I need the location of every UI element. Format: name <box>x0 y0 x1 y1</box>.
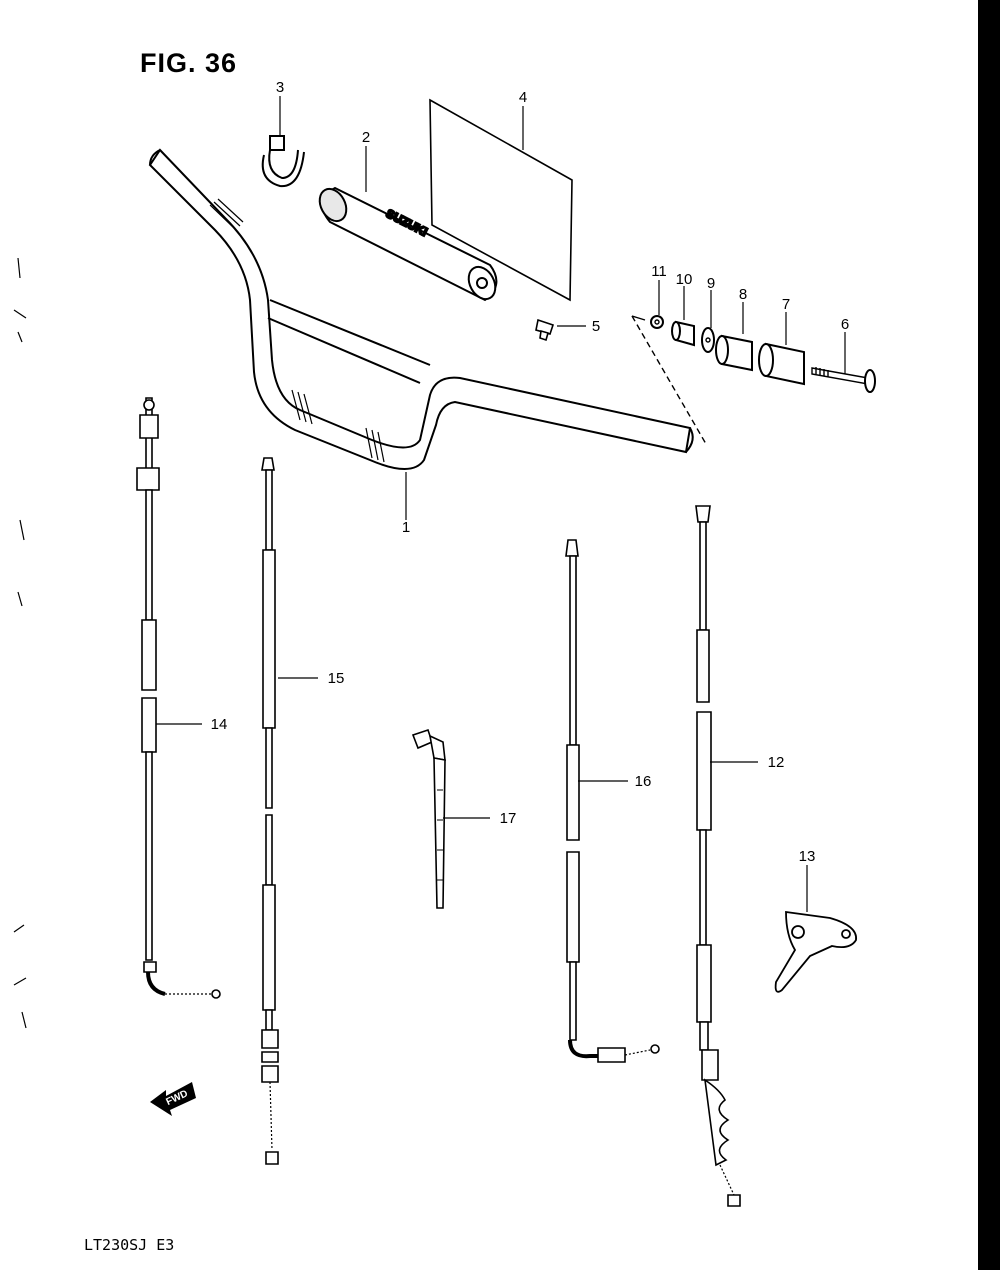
figure-title: FIG. 36 <box>140 48 238 78</box>
callout-1: 1 <box>402 519 410 536</box>
handlebar <box>148 148 694 470</box>
screw <box>535 318 555 342</box>
pad-clamp <box>261 135 305 188</box>
callout-8: 8 <box>739 286 747 303</box>
model-code: LT230SJ E3 <box>84 1236 175 1254</box>
callout-10: 10 <box>676 271 693 288</box>
callout-16: 16 <box>635 773 652 790</box>
instruction-sheet <box>429 98 573 302</box>
cable-15 <box>261 457 279 1165</box>
callout-17: 17 <box>500 810 517 827</box>
callout-2: 2 <box>362 129 370 146</box>
scan-border-bar <box>978 0 1000 1270</box>
cable-14 <box>136 397 221 999</box>
callout-5: 5 <box>592 318 600 335</box>
callout-labels: 1 2 3 4 5 6 7 8 9 10 11 12 13 14 15 16 1… <box>211 79 850 865</box>
cable-12 <box>695 505 741 1207</box>
callout-4: 4 <box>519 89 527 106</box>
bracket-13 <box>774 910 857 993</box>
callout-3: 3 <box>276 79 284 96</box>
callout-14: 14 <box>211 716 228 733</box>
callout-11: 11 <box>651 263 667 280</box>
callout-13: 13 <box>799 848 816 865</box>
callout-7: 7 <box>782 296 790 313</box>
callout-15: 15 <box>328 670 345 687</box>
cable-tie-17 <box>411 728 446 909</box>
leader-lines <box>156 96 846 912</box>
bar-end-assembly <box>631 315 876 445</box>
callout-6: 6 <box>841 316 849 333</box>
cable-16 <box>565 539 660 1063</box>
callout-12: 12 <box>768 754 785 771</box>
scan-marks <box>13 257 27 1029</box>
forward-arrow-icon: FWD <box>150 1082 196 1116</box>
callout-9: 9 <box>707 275 715 292</box>
